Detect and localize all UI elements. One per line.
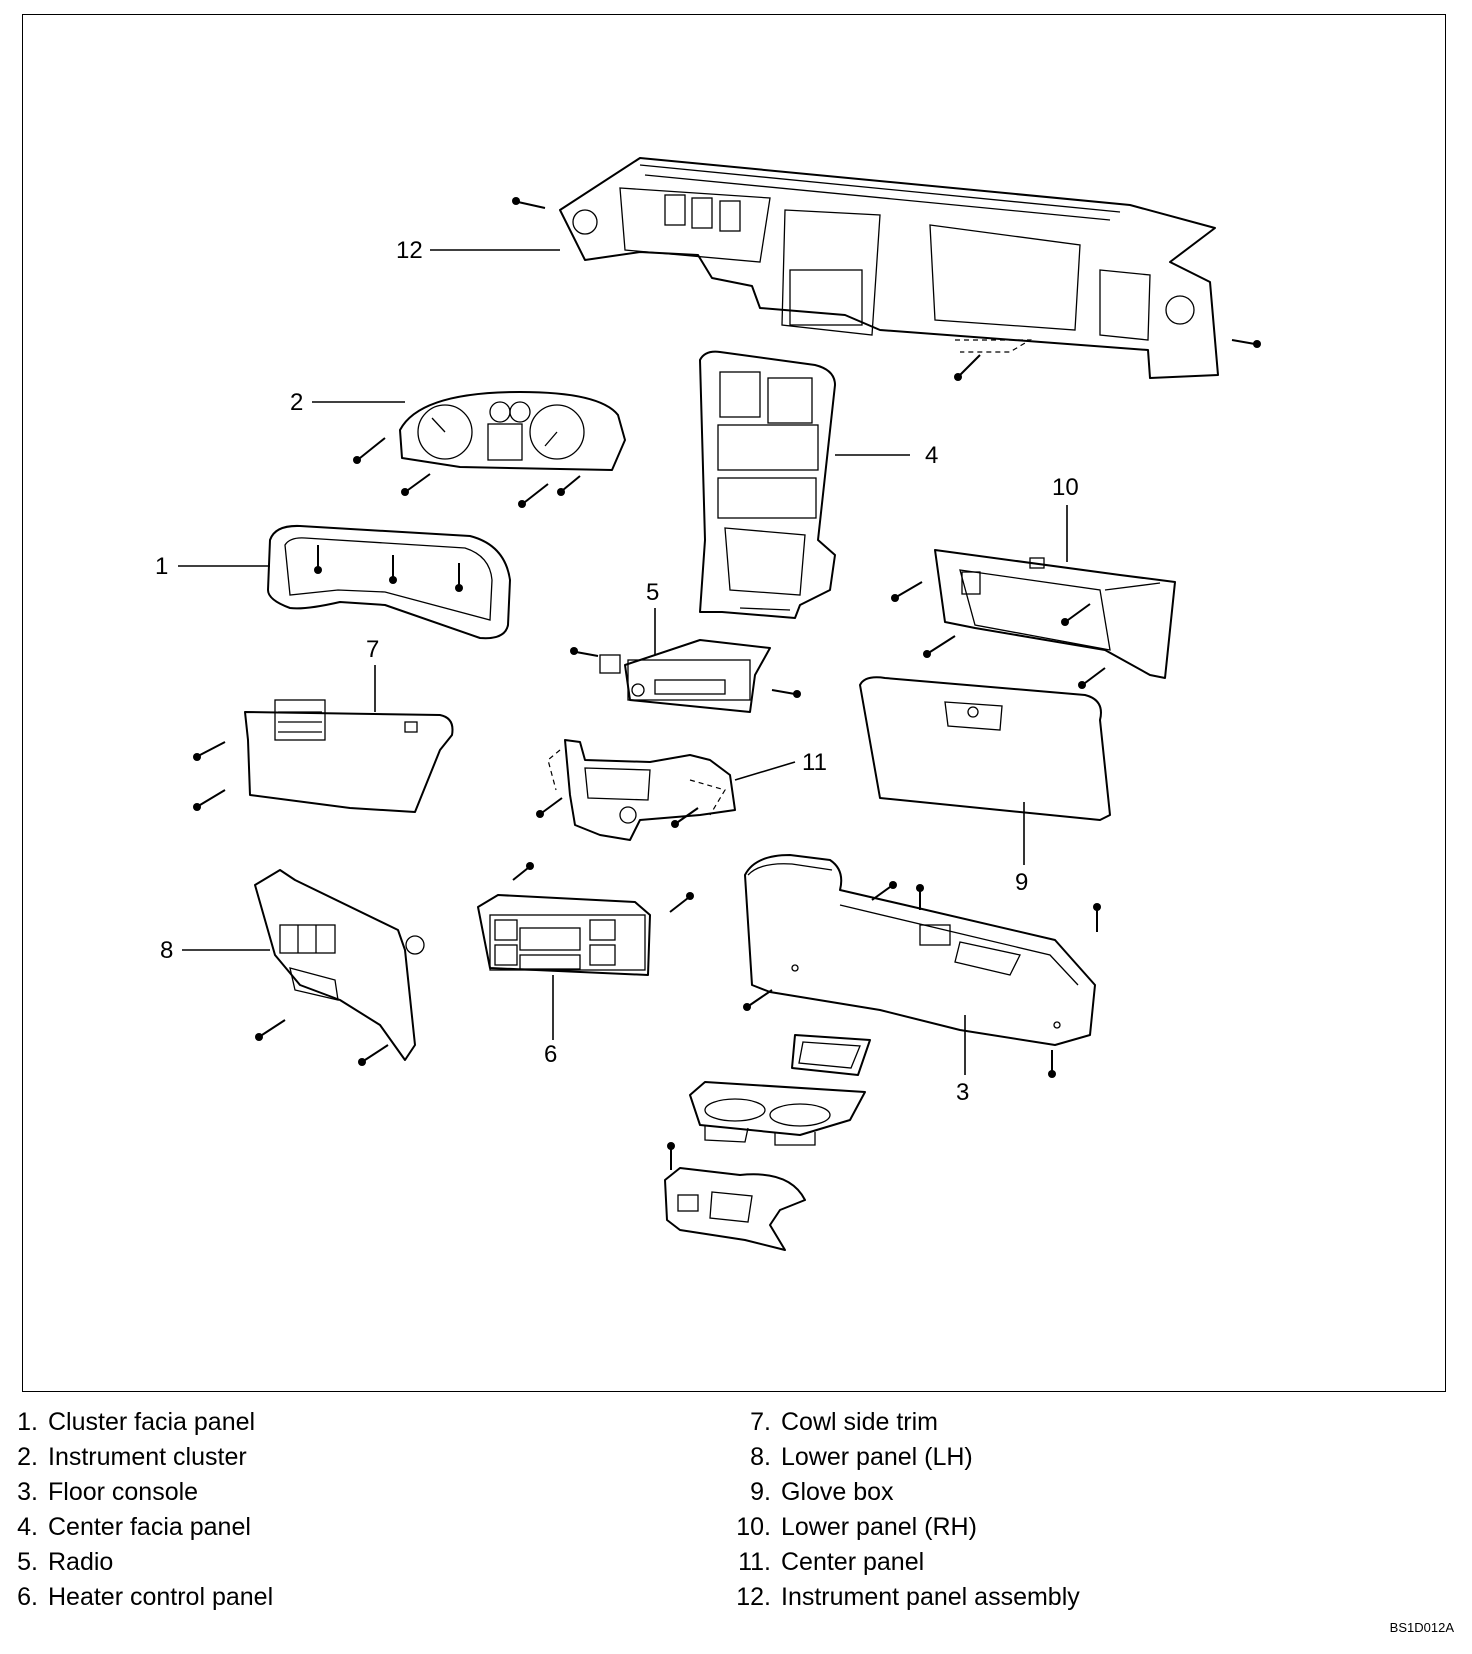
legend-item: 12.Instrument panel assembly — [736, 1583, 1080, 1611]
callout-12: 12 — [396, 237, 423, 264]
cowl-side-trim — [244, 699, 454, 813]
callout-10: 10 — [1052, 474, 1079, 501]
screw-icon — [193, 789, 226, 811]
lower-panel-lh — [254, 869, 425, 1061]
screw-icon — [401, 473, 431, 496]
screw-icon — [512, 197, 546, 209]
screw-icon — [954, 354, 981, 381]
screw-icon — [669, 892, 694, 913]
figure-code: BS1D012A — [1389, 1620, 1454, 1635]
legend-item: 5.Radio — [17, 1548, 114, 1576]
screw-icon — [389, 555, 397, 584]
callout-3: 3 — [956, 1079, 969, 1106]
screw-icon — [455, 563, 463, 592]
screw-icon — [1061, 603, 1091, 626]
floor-console — [744, 854, 1096, 1046]
screw-icon — [314, 545, 322, 574]
screw-icon — [1048, 1050, 1056, 1078]
screw-icon — [1078, 667, 1106, 689]
screw-icon — [891, 581, 923, 602]
screw-icon — [358, 1044, 389, 1066]
screw-icon — [667, 1142, 675, 1170]
center-panel — [547, 739, 736, 841]
legend-item: 2.Instrument cluster — [17, 1443, 247, 1471]
legend-item: 6.Heater control panel — [17, 1583, 274, 1611]
callout-8: 8 — [160, 937, 173, 964]
cluster-facia-panel — [267, 524, 511, 640]
legend-item: 7.Cowl side trim — [750, 1408, 938, 1436]
screw-icon — [518, 483, 549, 508]
heater-control-panel — [477, 894, 651, 976]
instrument-panel-assembly — [559, 157, 1219, 379]
exploded-view-diagram: 12 2 1 4 — [155, 157, 1261, 1251]
legend-column-left: 1.Cluster facia panel 2.Instrument clust… — [0, 1405, 273, 1615]
console-lid-trim — [791, 1034, 871, 1076]
screw-icon — [193, 741, 226, 761]
legend-item: 8.Lower panel (LH) — [750, 1443, 973, 1471]
screw-icon — [1093, 903, 1101, 932]
screw-icon — [570, 647, 599, 657]
screw-icon — [512, 862, 534, 881]
legend-item: 10.Lower panel (RH) — [736, 1513, 977, 1541]
screw-icon — [923, 635, 956, 658]
callout-11: 11 — [802, 749, 827, 776]
screw-icon — [916, 884, 924, 910]
legend-column-right: 7.Cowl side trim 8.Lower panel (LH) 9.Gl… — [733, 1405, 1080, 1615]
callout-4: 4 — [925, 442, 938, 469]
screw-icon — [255, 1019, 286, 1041]
legend-item: 11.Center panel — [738, 1548, 925, 1576]
screw-icon — [557, 475, 581, 496]
screw-icon — [871, 881, 897, 901]
legend-item: 1.Cluster facia panel — [17, 1408, 256, 1436]
callout-7: 7 — [366, 636, 379, 663]
callout-6: 6 — [544, 1041, 557, 1068]
glove-box — [859, 676, 1111, 821]
screw-icon — [743, 989, 773, 1011]
radio — [599, 639, 771, 713]
parts-legend: 1.Cluster facia panel 2.Instrument clust… — [0, 1405, 1472, 1611]
screw-icon — [671, 807, 699, 828]
legend-item: 3.Floor console — [17, 1478, 199, 1506]
diagram-frame — [22, 14, 1446, 1392]
center-facia-panel — [699, 350, 836, 619]
legend-item: 9.Glove box — [750, 1478, 894, 1506]
legend-item: 4.Center facia panel — [17, 1513, 251, 1541]
instrument-cluster — [399, 391, 626, 471]
lower-panel-rh — [934, 549, 1176, 679]
callout-5: 5 — [646, 579, 659, 606]
callout-1: 1 — [155, 553, 168, 580]
shift-boot-panel — [664, 1167, 806, 1251]
callout-9: 9 — [1015, 869, 1028, 896]
screw-icon — [353, 437, 386, 464]
cup-holder — [689, 1081, 866, 1146]
screw-icon — [771, 689, 801, 698]
callout-2: 2 — [290, 389, 303, 416]
screw-icon — [1231, 339, 1261, 348]
screw-icon — [536, 797, 563, 818]
